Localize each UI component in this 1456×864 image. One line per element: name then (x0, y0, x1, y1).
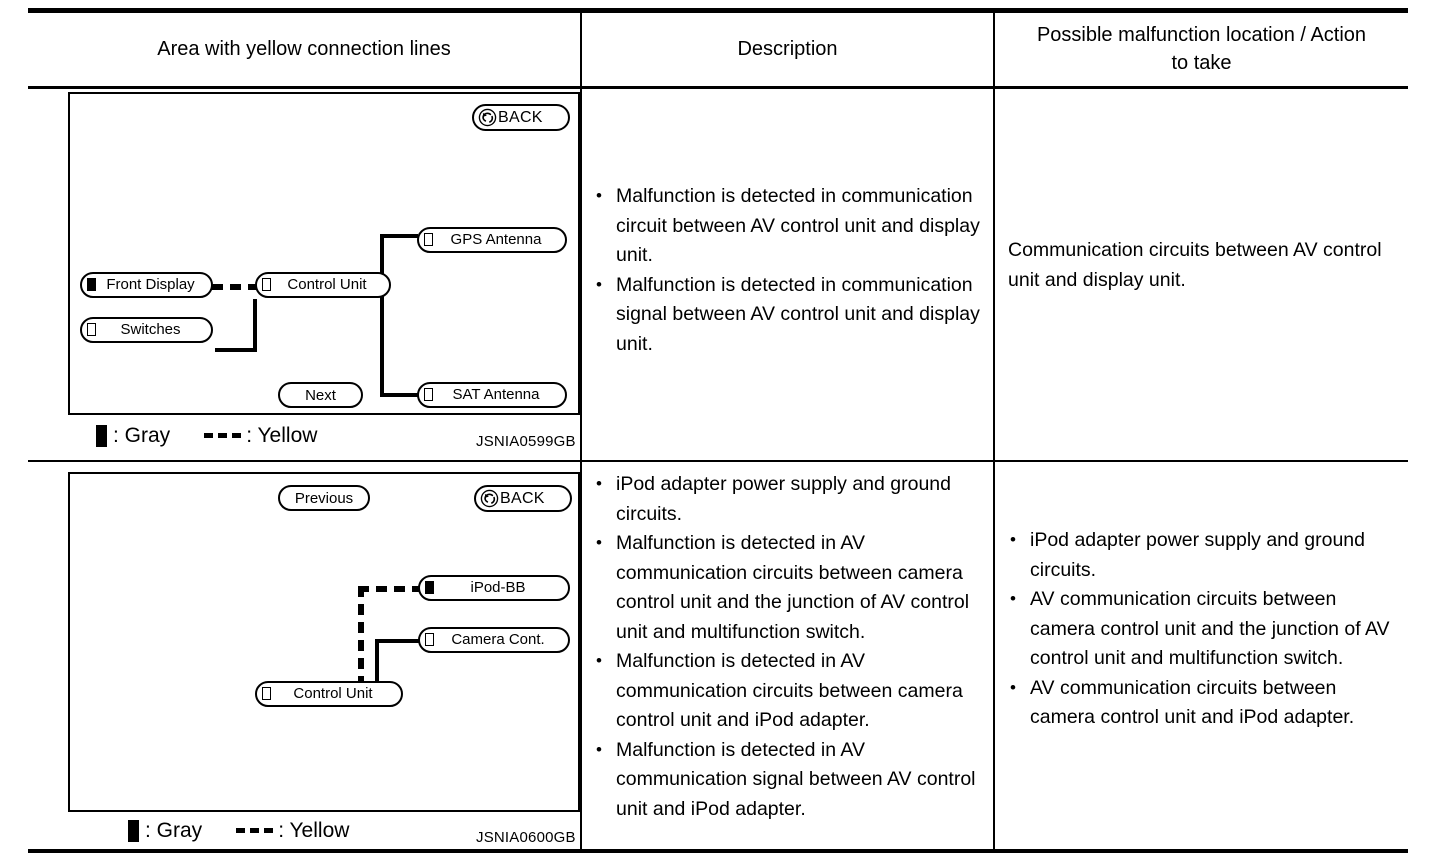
wire-control-to-camera-vertical (375, 639, 379, 689)
back-arrow-icon (478, 108, 497, 127)
column-divider-2 (993, 12, 995, 853)
node-front-display-label: Front Display (106, 276, 195, 293)
legend-yellow-dash (236, 828, 275, 833)
figure-2-code: JSNIA0600GB (476, 829, 576, 846)
previous-button-label: Previous (294, 489, 354, 507)
node-control-unit-label: Control Unit (293, 685, 373, 702)
node-control-unit[interactable]: Control Unit (255, 272, 391, 298)
column-header-action: Possible malfunction location / Action t… (995, 14, 1408, 84)
node-sat-antenna[interactable]: SAT Antenna (417, 382, 567, 408)
connector-marker-white (424, 388, 433, 401)
figure-2-legend: : Gray : Yellow (128, 819, 349, 843)
column-header-area-label: Area with yellow connection lines (157, 38, 451, 60)
figure-2-screen: BACK Previous iPod-BB (68, 472, 580, 812)
back-button[interactable]: BACK (472, 104, 570, 131)
connector-marker-gray (425, 581, 434, 594)
wire-control-to-camera-horizontal (375, 639, 420, 643)
node-camera-cont[interactable]: Camera Cont. (418, 627, 570, 653)
list-item: AV communication circuits between camera… (1008, 673, 1404, 733)
figure-1-code: JSNIA0599GB (476, 433, 576, 450)
node-ipod-bb[interactable]: iPod-BB (418, 575, 570, 601)
wire-control-to-ipod-dashed-vertical (358, 586, 364, 689)
node-control-unit-label: Control Unit (287, 276, 367, 293)
table-row-divider (28, 460, 1408, 462)
back-button-label: BACK (498, 109, 543, 126)
list-item: iPod adapter power supply and ground cir… (594, 469, 986, 529)
list-item: iPod adapter power supply and ground cir… (1008, 525, 1404, 585)
legend-yellow-label: : Yellow (278, 819, 350, 842)
list-item: AV communication circuits between camera… (1008, 584, 1404, 674)
column-divider-1 (580, 12, 582, 853)
row-2-action: iPod adapter power supply and ground cir… (1008, 525, 1404, 733)
node-sat-antenna-label: SAT Antenna (452, 386, 540, 403)
wire-control-to-ipod-dashed-horizontal (358, 586, 420, 592)
row-2-action-list: iPod adapter power supply and ground cir… (1008, 525, 1404, 733)
column-header-description: Description (582, 14, 993, 84)
connector-marker-gray (87, 278, 96, 291)
list-item: Malfunction is detected in AV communicat… (594, 735, 986, 825)
node-front-display[interactable]: Front Display (80, 272, 213, 298)
table-header-divider (28, 86, 1408, 89)
column-header-description-label: Description (737, 38, 838, 60)
figure-1: BACK Front Display (68, 92, 580, 452)
connector-marker-white (262, 278, 271, 291)
previous-button[interactable]: Previous (278, 485, 370, 511)
connector-marker-white (87, 323, 96, 336)
node-gps-antenna-label: GPS Antenna (450, 231, 542, 248)
node-switches-label: Switches (120, 321, 181, 338)
row-2-description-list: iPod adapter power supply and ground cir… (594, 469, 986, 825)
column-header-area: Area with yellow connection lines (28, 14, 580, 84)
wire-control-to-sat-horizontal (380, 393, 420, 397)
node-control-unit[interactable]: Control Unit (255, 681, 403, 707)
list-item: Malfunction is detected in AV communicat… (594, 646, 986, 736)
legend-gray-swatch (96, 425, 107, 447)
row-1-action: Communication circuits between AV contro… (1008, 236, 1404, 295)
list-item: Malfunction is detected in communication… (594, 181, 986, 271)
row-1-action-text: Communication circuits between AV contro… (1008, 239, 1382, 291)
connector-marker-white (262, 687, 271, 700)
column-header-action-label: Possible malfunction location / Action t… (1036, 24, 1367, 74)
legend-yellow-label: : Yellow (246, 424, 318, 447)
legend-gray-label: : Gray (145, 819, 203, 842)
back-button-label: BACK (500, 490, 545, 507)
wire-switches-vertical (253, 299, 257, 352)
connector-marker-white (424, 233, 433, 246)
wire-control-to-gps-horizontal (380, 234, 418, 238)
diagnosis-table: Area with yellow connection lines Descri… (28, 8, 1408, 853)
figure-1-screen: BACK Front Display (68, 92, 580, 415)
wire-front-display-to-control-dashed (212, 284, 258, 290)
wire-control-to-sat-vertical (380, 299, 384, 397)
row-1-description-list: Malfunction is detected in communication… (594, 181, 986, 360)
table-top-border (28, 8, 1408, 13)
connector-marker-white (425, 633, 434, 646)
figure-1-legend: : Gray : Yellow (96, 424, 317, 448)
back-arrow-icon (480, 489, 499, 508)
next-button-label: Next (305, 386, 336, 404)
figure-2: BACK Previous iPod-BB (68, 472, 580, 847)
next-button[interactable]: Next (278, 382, 363, 408)
legend-gray-swatch (128, 820, 139, 842)
list-item: Malfunction is detected in AV communicat… (594, 528, 986, 647)
node-camera-cont-label: Camera Cont. (451, 631, 545, 648)
wire-switches-horizontal (215, 348, 257, 352)
list-item: Malfunction is detected in communication… (594, 270, 986, 360)
table-bottom-border (28, 849, 1408, 853)
node-switches[interactable]: Switches (80, 317, 213, 343)
legend-yellow-dash (204, 433, 243, 438)
node-gps-antenna[interactable]: GPS Antenna (417, 227, 567, 253)
row-2-description: iPod adapter power supply and ground cir… (594, 469, 986, 825)
wire-control-to-gps-vertical (380, 234, 384, 299)
back-button[interactable]: BACK (474, 485, 572, 512)
row-1-description: Malfunction is detected in communication… (594, 181, 986, 360)
node-ipod-bb-label: iPod-BB (470, 579, 526, 596)
legend-gray-label: : Gray (113, 424, 171, 447)
